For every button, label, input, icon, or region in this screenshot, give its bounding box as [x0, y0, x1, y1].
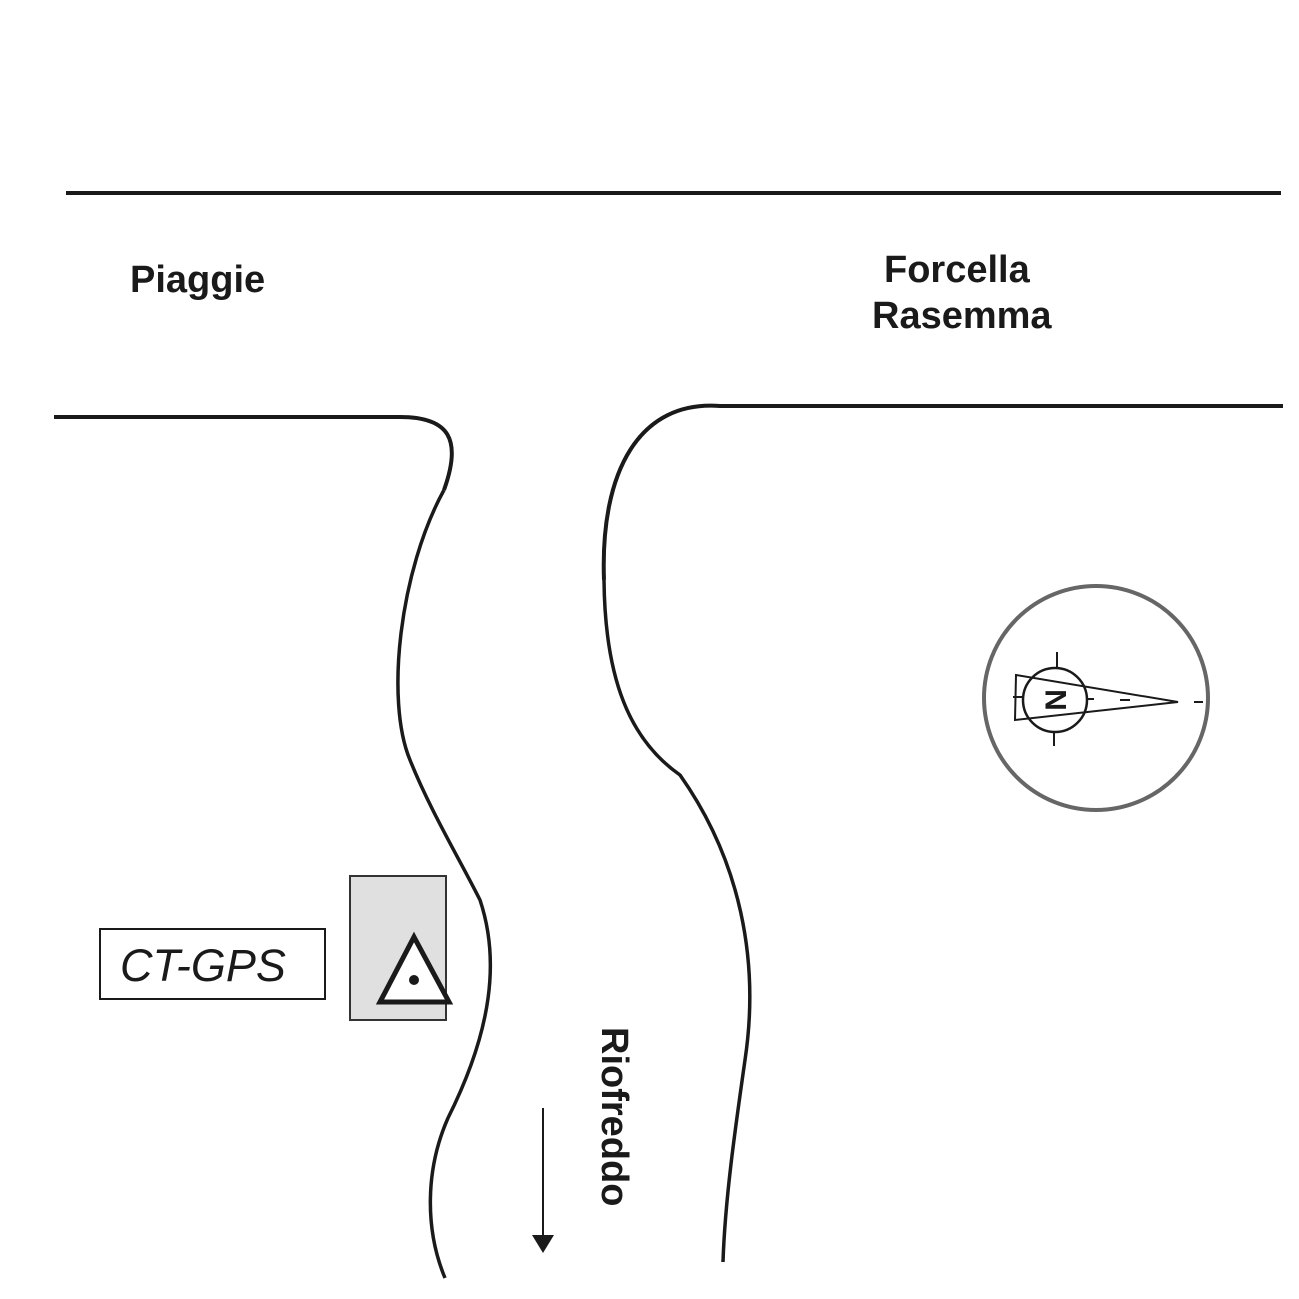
lower-right-boundary: [601, 403, 1283, 581]
lower-left-boundary: [54, 415, 454, 491]
valley-left-bank: [396, 489, 493, 1279]
label-riofreddo: Riofreddo: [593, 1027, 635, 1206]
north-arrow-compass-icon: N: [982, 584, 1210, 812]
label-forcella: Forcella: [884, 249, 1031, 291]
gps-station-triangle-icon[interactable]: [375, 931, 454, 1005]
station-label: CT-GPS: [120, 940, 286, 991]
gps-station-dot-icon: [409, 975, 419, 985]
compass-ring: [982, 584, 1210, 812]
valley-right-bank: [602, 579, 752, 1263]
station-label-box: [99, 928, 326, 1000]
label-piaggie: Piaggie: [130, 259, 265, 301]
compass-north-letter: N: [1039, 689, 1072, 711]
label-rasemma: Rasemma: [872, 295, 1052, 337]
flow-arrow-icon: [532, 1235, 554, 1253]
